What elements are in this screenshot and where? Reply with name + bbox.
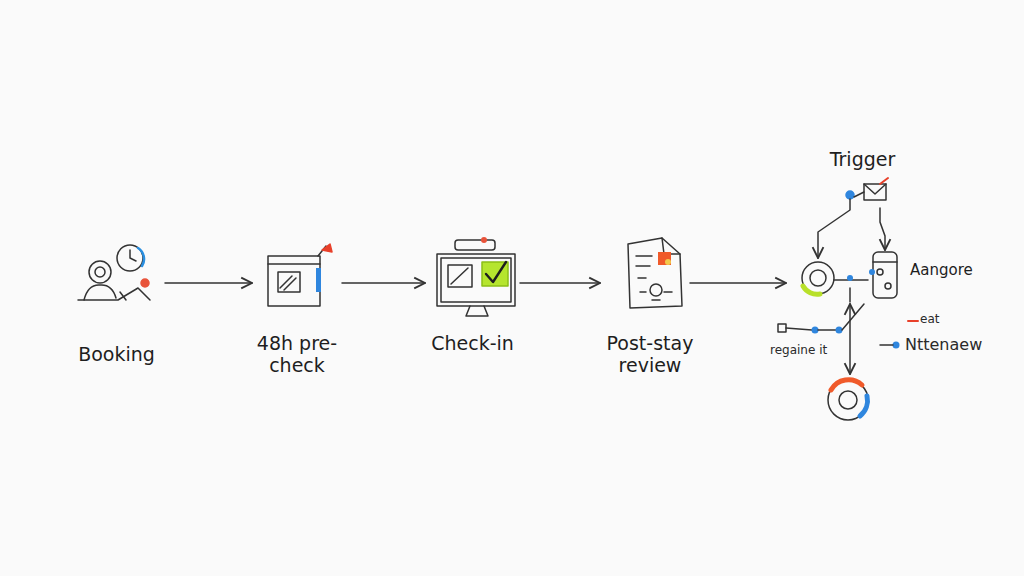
note-label: regaine it bbox=[770, 343, 827, 357]
gear-symbol bbox=[802, 262, 868, 302]
trigger-node: Trigger bbox=[815, 148, 910, 208]
monitor-icon bbox=[437, 237, 515, 316]
node-label: Post-stay review bbox=[600, 332, 700, 376]
note-label: Nttenaew bbox=[905, 335, 982, 354]
flow-arrow bbox=[165, 282, 252, 284]
document-icon bbox=[628, 238, 682, 308]
device-cylinder bbox=[869, 252, 897, 298]
envelope-icon bbox=[818, 178, 888, 258]
note-label: eat bbox=[920, 312, 939, 326]
node-label: Booking bbox=[78, 343, 155, 365]
flow-arrow bbox=[520, 282, 600, 284]
node-label: Aangore bbox=[910, 259, 973, 281]
flow-arrow bbox=[880, 208, 885, 250]
browser-icon bbox=[268, 244, 332, 306]
node-label: 48h pre-check bbox=[252, 332, 342, 376]
stage-node: Check-in bbox=[425, 240, 520, 354]
stage-node: Post-stay review bbox=[600, 240, 700, 376]
node-label: Check-in bbox=[431, 332, 514, 354]
booking-icon bbox=[78, 245, 150, 300]
node-label: Trigger bbox=[830, 148, 896, 170]
wire-lines bbox=[778, 304, 918, 349]
flow-arrow bbox=[690, 282, 786, 284]
stage-node: Booking bbox=[68, 240, 165, 365]
stage-node: Aangore bbox=[870, 250, 982, 290]
flow-arrow bbox=[342, 282, 425, 284]
stage-node: 48h pre-check bbox=[252, 240, 342, 376]
gear-symbol bbox=[828, 380, 868, 420]
double-arrow bbox=[849, 304, 851, 374]
